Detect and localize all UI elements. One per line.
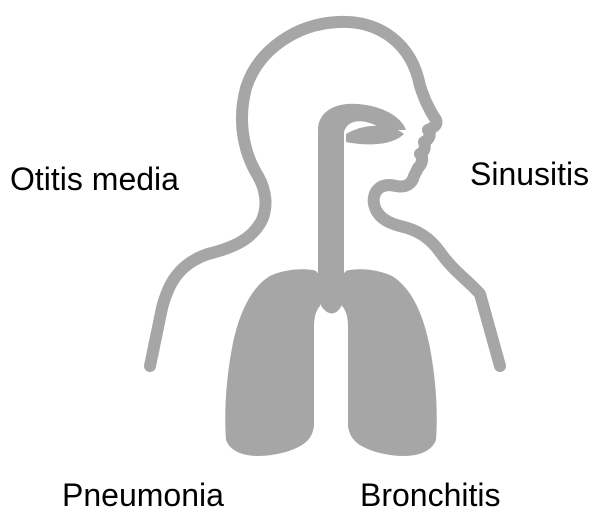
label-pneumonia: Pneumonia (62, 479, 224, 511)
label-otitis-media: Otitis media (10, 163, 179, 195)
label-sinusitis: Sinusitis (470, 158, 589, 190)
right-lung (342, 269, 437, 456)
bronchi-gap (314, 317, 348, 326)
bronchi (318, 256, 344, 314)
left-lung (225, 269, 320, 456)
label-bronchitis: Bronchitis (360, 479, 501, 511)
mouth-cavity (346, 149, 400, 163)
